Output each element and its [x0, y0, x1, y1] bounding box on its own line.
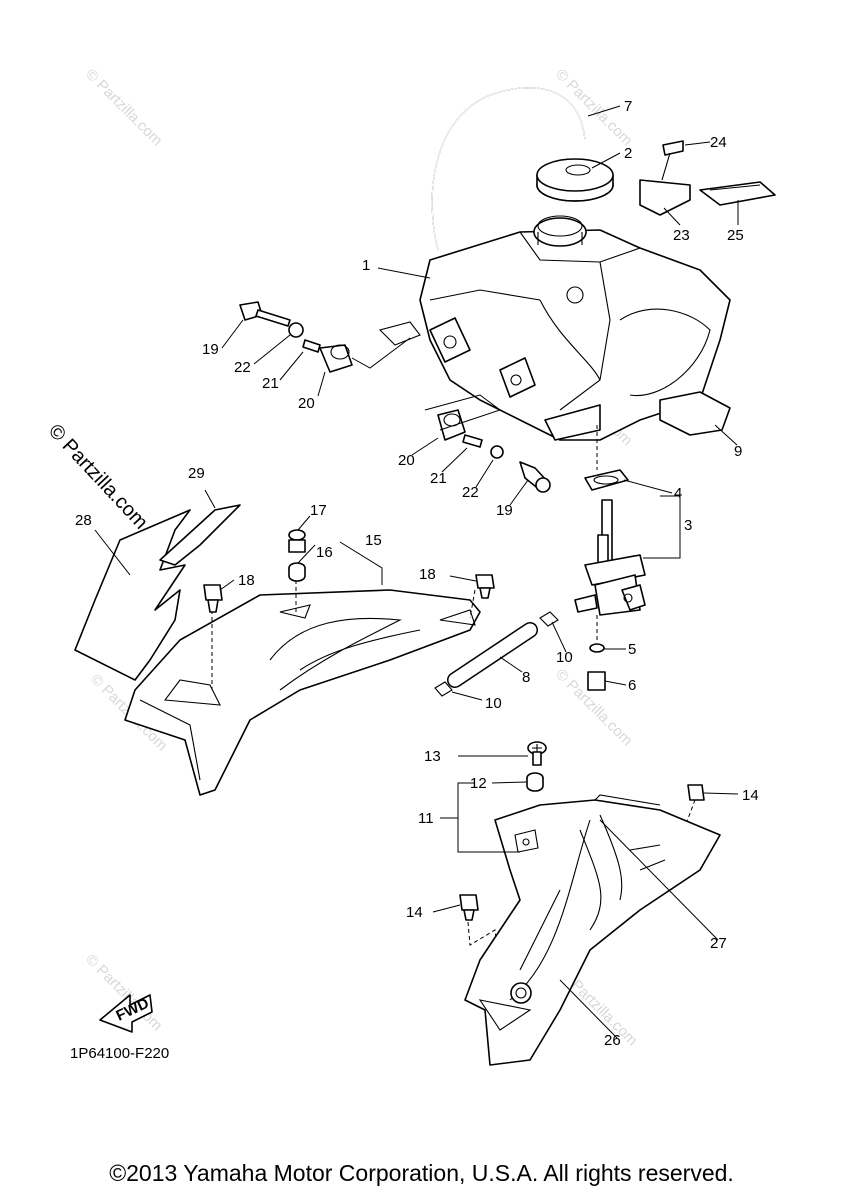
callout-27: 27: [710, 935, 727, 952]
side-cover-11: [464, 794, 721, 1066]
callout-15: 15: [365, 532, 382, 549]
side-cover-15: [124, 589, 481, 796]
callout-9: 9: [734, 443, 742, 460]
washer-22-lower: [490, 445, 504, 459]
callout-11: 11: [418, 810, 434, 827]
callout-18-right: 18: [419, 566, 436, 583]
bracket-25: [699, 181, 776, 206]
callout-21-upper: 21: [262, 375, 279, 392]
callout-21-lower: 21: [430, 470, 447, 487]
bolt-17: [288, 529, 306, 553]
callout-19-lower: 19: [496, 502, 513, 519]
copyright-footer: ©2013 Yamaha Motor Corporation, U.S.A. A…: [109, 1160, 734, 1186]
cover-dashline-right: [469, 589, 476, 619]
callouts: 7 2 24 23 25 1 9 19 22 21 20 20 21 22 19…: [75, 98, 759, 1049]
screw-6: [587, 671, 606, 691]
collar-12: [526, 772, 544, 792]
rivet-14-upper: [687, 784, 705, 801]
callout-22-lower: 22: [462, 484, 479, 501]
callout-18-left: 18: [238, 572, 255, 589]
washer-5: [589, 643, 605, 653]
damper-lower-leader: [424, 394, 502, 431]
bolt-24: [661, 140, 684, 181]
callout-20-upper: 20: [298, 395, 315, 412]
callout-22-upper: 22: [234, 359, 251, 376]
fwd-arrow[interactable]: FWD: [99, 994, 153, 1033]
leader-lines: [94, 105, 739, 1039]
callout-25: 25: [727, 227, 744, 244]
collar-16: [288, 562, 306, 582]
damper-leader: [351, 337, 411, 369]
callout-10-lower: 10: [485, 695, 502, 712]
collar-21-upper: [302, 339, 321, 353]
bolt-19-lower: [519, 461, 551, 493]
callout-5: 5: [628, 641, 636, 658]
callout-8: 8: [522, 669, 530, 686]
fuel-cock-3: [574, 499, 646, 616]
callout-4: 4: [674, 485, 682, 502]
damper-20-lower: [437, 409, 466, 441]
callout-14-upper: 14: [742, 787, 759, 804]
bracket-23: [639, 179, 691, 216]
collar-21-lower: [462, 434, 483, 448]
breather-hose-inner: [431, 87, 586, 251]
fuel-cap: [536, 158, 614, 202]
callout-3: 3: [684, 517, 692, 534]
callout-24: 24: [710, 134, 727, 151]
screw-13: [527, 741, 547, 766]
diagram-code: 1P64100-F220: [70, 1045, 169, 1062]
callout-6: 6: [628, 677, 636, 694]
callout-10-upper: 10: [556, 649, 573, 666]
washer-22-upper: [288, 322, 304, 338]
bolt-19-upper: [239, 301, 291, 327]
callout-23: 23: [673, 227, 690, 244]
callout-1: 1: [362, 257, 370, 274]
fuel-hose-8: [447, 622, 538, 688]
cushion-9: [659, 391, 731, 436]
clip-10-lower: [434, 681, 453, 697]
rivet-14-lower: [459, 894, 479, 921]
callout-14-lower: 14: [406, 904, 423, 921]
fuel-tank: [378, 215, 731, 441]
rivet-18-right: [475, 574, 495, 599]
callout-13: 13: [424, 748, 441, 765]
rivet-14-lower-dashline: [467, 921, 501, 976]
callout-29: 29: [188, 465, 205, 482]
callout-7: 7: [624, 98, 632, 115]
callout-17: 17: [310, 502, 327, 519]
callout-26: 26: [604, 1032, 621, 1049]
clip-10-upper: [539, 611, 559, 627]
gasket-4: [584, 469, 629, 491]
callout-20-lower: 20: [398, 452, 415, 469]
callout-16: 16: [316, 544, 333, 561]
callout-19-upper: 19: [202, 341, 219, 358]
damper-20-upper: [319, 344, 353, 373]
callout-2: 2: [624, 145, 632, 162]
decal-28: [74, 509, 191, 681]
decal-29: [159, 504, 241, 566]
rivet-18-left: [203, 584, 223, 613]
faint-watermark: © Partzilla.com: [82, 66, 165, 149]
callout-28: 28: [75, 512, 92, 529]
callout-12: 12: [470, 775, 487, 792]
